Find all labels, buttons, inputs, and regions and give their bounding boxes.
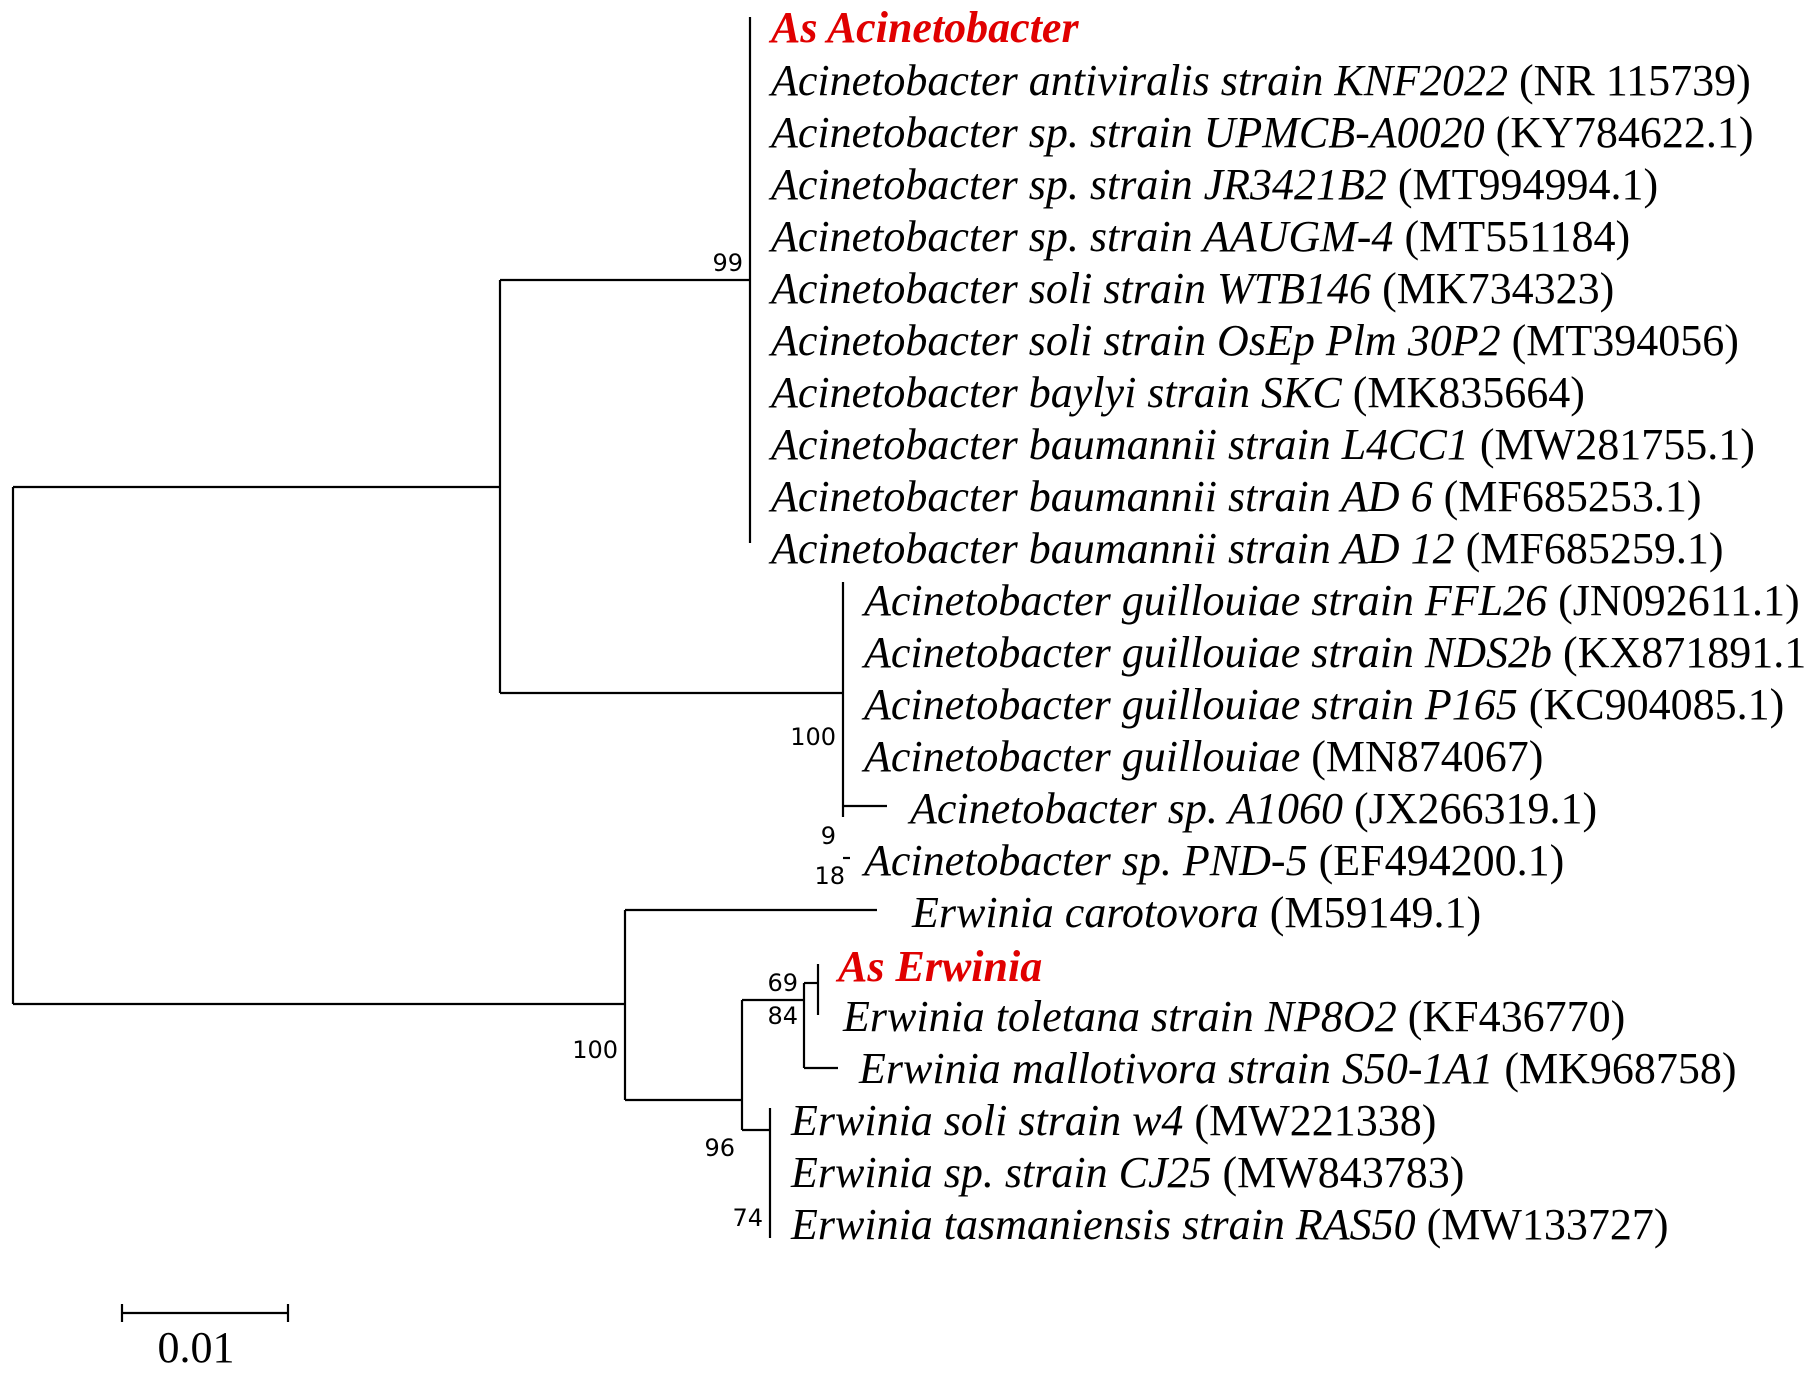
taxon-labels: As Acinetobacter Acinetobacter antiviral… [768,3,1807,1249]
tree-branches [11,17,887,1238]
bootstrap-guillouiae-clade: 100 [790,723,836,751]
bootstrap-erwinia-clade: 100 [572,1036,618,1064]
taxon-label: Erwinia carotovora (M59149.1) [911,888,1481,937]
bootstrap-erwinia-inner: 96 [704,1134,735,1162]
taxon-label: Acinetobacter antiviralis strain KNF2022… [768,56,1751,105]
taxon-label: Acinetobacter baumannii strain L4CC1 (MW… [768,420,1755,469]
taxon-label: Erwinia soli strain w4 (MW221338) [790,1096,1436,1145]
taxon-label: Acinetobacter baylyi strain SKC (MK83566… [768,368,1585,417]
taxon-label: Erwinia sp. strain CJ25 (MW843783) [790,1148,1464,1197]
taxon-label: Erwinia tasmaniensis strain RAS50 (MW133… [790,1200,1669,1249]
taxon-label: Acinetobacter sp. strain UPMCB-A0020 (KY… [768,108,1754,157]
taxon-label: Erwinia mallotivora strain S50-1A1 (MK96… [858,1044,1737,1093]
bootstrap-cj25-node: 74 [732,1204,763,1232]
taxon-label: Acinetobacter baumannii strain AD 12 (MF… [768,524,1723,573]
bootstrap-pnd5-node: 18 [814,862,845,890]
bootstrap-acinetobacter-clade: 99 [712,249,743,277]
taxon-label: Acinetobacter soli strain WTB146 (MK7343… [768,264,1614,313]
scale-bar-label: 0.01 [158,1323,235,1372]
taxon-label: Acinetobacter guillouiae (MN874067) [861,732,1543,781]
bootstrap-toletana-node: 84 [767,1002,798,1030]
taxon-label: Acinetobacter sp. strain JR3421B2 (MT994… [768,160,1658,209]
taxon-as-erwinia: As Erwinia [835,942,1042,991]
taxon-label: Acinetobacter guillouiae strain FFL26 (J… [861,576,1800,625]
taxon-label: Acinetobacter guillouiae strain NDS2b (K… [861,628,1807,677]
taxon-label: Acinetobacter sp. PND-5 (EF494200.1) [861,836,1564,885]
bootstrap-as-erwinia-node: 69 [767,969,798,997]
taxon-label: Acinetobacter soli strain OsEp Plm 30P2 … [768,316,1739,365]
bootstrap-a1060-node: 9 [821,822,836,850]
taxon-label: Acinetobacter sp. strain AAUGM-4 (MT5511… [768,212,1630,261]
taxon-label: Acinetobacter guillouiae strain P165 (KC… [861,680,1784,729]
bootstrap-values: 99 100 9 18 100 69 84 96 74 [572,249,845,1232]
scale-bar: 0.01 [120,1304,290,1372]
taxon-label: Erwinia toletana strain NP8O2 (KF436770) [842,992,1625,1041]
taxon-label: Acinetobacter sp. A1060 (JX266319.1) [907,784,1597,833]
taxon-as-acinetobacter: As Acinetobacter [768,3,1079,52]
taxon-label: Acinetobacter baumannii strain AD 6 (MF6… [768,472,1701,521]
